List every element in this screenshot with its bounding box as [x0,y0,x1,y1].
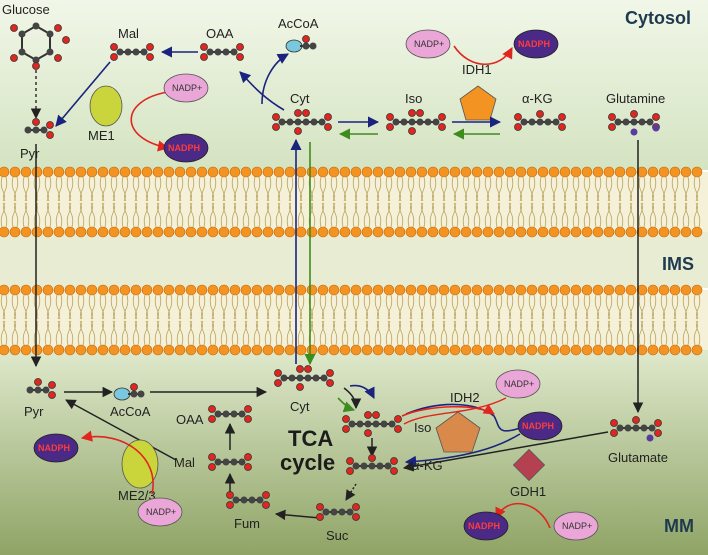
nadp-gdh1-label: NADP+ [562,521,592,531]
fum-label: Fum [234,516,260,531]
nadph-idh2 [517,411,563,441]
mal-mito-label: Mal [174,455,195,470]
nadph-gdh1-label: NADPH [468,521,500,531]
me1-label: ME1 [88,128,115,143]
glucose-molecule [10,22,70,70]
gdh1-enzyme-shape [512,448,546,482]
mal-cyto-label: Mal [118,26,139,41]
pyr-mito-label: Pyr [24,404,44,419]
iso-cyto-label: Iso [405,91,422,106]
glutamine-label: Glutamine [606,91,665,106]
pyr-cyto-label: Pyr [20,146,40,161]
nadph-me23-label: NADPH [38,443,70,453]
oaa-cyto-label: OAA [206,26,234,41]
nadp-idh2 [495,369,541,399]
nadp-idh1-label: NADP+ [414,39,444,49]
me1-enzyme-shape [89,85,123,127]
me23-enzyme-shape [121,439,159,489]
idh1-label: IDH1 [462,62,492,77]
cyt-cyto-label: Cyt [290,91,310,106]
inner-membrane [0,284,708,356]
nadph-me1-label: NADPH [168,143,200,153]
glutamine-molecule [607,109,661,136]
nadp-idh2-label: NADP+ [504,379,534,389]
cytosol-region [0,0,708,170]
tca-title-line2: cycle [280,450,335,475]
nadph-idh1 [513,29,559,59]
glutamate-label: Glutamate [608,450,668,465]
nadp-idh1 [405,29,451,59]
nadph-gdh1 [463,511,509,541]
idh2-enzyme-shape [435,411,481,453]
akg-cyto-label: α-KG [522,91,553,106]
idh2-label: IDH2 [450,390,480,405]
nadp-gdh1 [553,511,599,541]
nadph-idh2-label: NADPH [522,421,554,431]
cytosol-label: Cytosol [625,8,691,28]
oaa-mito-label: OAA [176,412,204,427]
nadph-idh1-label: NADPH [518,39,550,49]
matrix-region [0,350,708,555]
suc-label: Suc [326,528,349,543]
nadph-me1 [163,133,209,163]
nadp-me23 [137,497,183,527]
accoa-mito-label: AcCoA [110,404,151,419]
ims-label: IMS [662,254,694,274]
mm-label: MM [664,516,694,536]
tca-title-line1: TCA [288,426,333,451]
nadp-me1-label: NADP+ [172,83,202,93]
outer-membrane [0,166,708,238]
me23-label: ME2/3 [118,488,156,503]
gdh1-label: GDH1 [510,484,546,499]
glucose-label: Glucose [2,2,50,17]
glutamate-molecule [609,415,663,442]
ims-region [0,232,708,288]
iso-mito-label: Iso [414,420,431,435]
idh1-enzyme-shape [459,85,497,121]
accoa-cyto-label: AcCoA [278,16,319,31]
nadp-me1 [163,73,209,103]
nadp-me23-label: NADP+ [146,507,176,517]
nadph-me23 [33,433,79,463]
cyt-mito-label: Cyt [290,399,310,414]
